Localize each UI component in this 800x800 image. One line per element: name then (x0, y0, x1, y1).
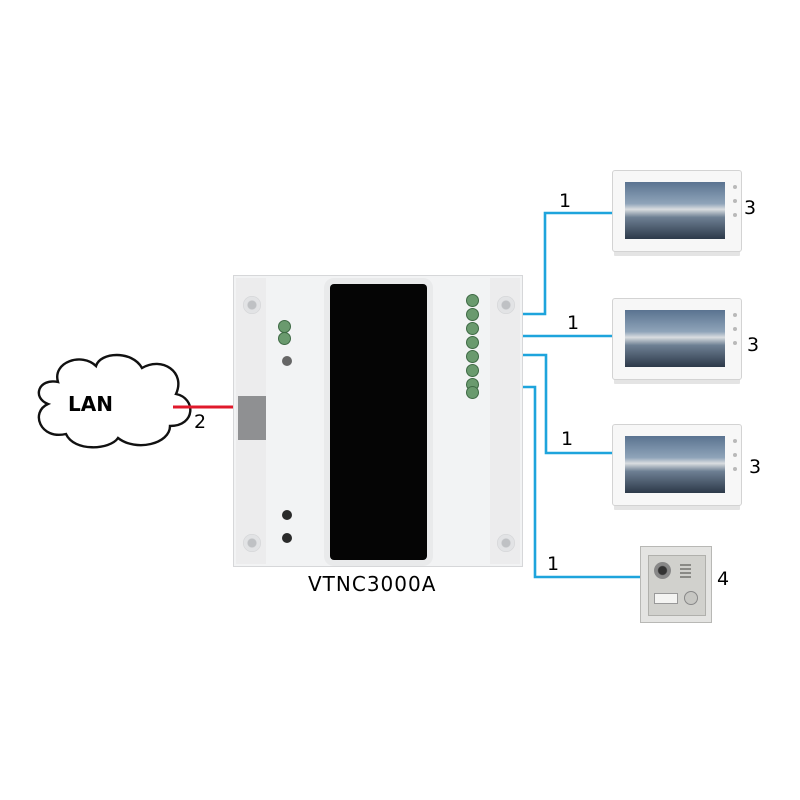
indicator-dot (282, 533, 292, 543)
endpoint-label-door-station: 4 (717, 568, 730, 590)
monitor-icon (612, 298, 742, 380)
cloud-label: LAN (68, 392, 113, 416)
screw-icon (243, 296, 261, 314)
wire-label-monitor-3: 1 (561, 428, 574, 450)
monitor-screen (625, 436, 725, 493)
call-button (684, 591, 698, 605)
name-plate (654, 593, 678, 604)
indicator-dot (282, 510, 292, 520)
monitor-icon (612, 424, 742, 506)
bus-terminal (466, 294, 479, 307)
monitor-screen (625, 310, 725, 367)
indicator-dot (282, 356, 292, 366)
device-label: VTNC3000A (308, 572, 437, 596)
wire-label-lan: 2 (194, 411, 207, 433)
controller-side-rail-right (490, 278, 520, 564)
controller-front-panel (330, 284, 427, 560)
wire-label-monitor-2: 1 (567, 312, 580, 334)
screw-icon (243, 534, 261, 552)
wire-label-monitor-1: 1 (559, 190, 572, 212)
screw-icon (497, 534, 515, 552)
monitor-icon (612, 170, 742, 252)
monitor-screen (625, 182, 725, 239)
endpoint-label-monitor-2: 3 (747, 334, 760, 356)
bus-terminal (466, 350, 479, 363)
bus-terminal (466, 386, 479, 399)
speaker-grille (680, 564, 691, 578)
bus-terminal (466, 322, 479, 335)
bus-terminal (466, 308, 479, 321)
door-station-icon (640, 546, 712, 623)
screw-icon (497, 296, 515, 314)
wire-label-door-station: 1 (547, 553, 560, 575)
endpoint-label-monitor-1: 3 (744, 197, 757, 219)
cloud-icon (37, 353, 192, 449)
camera-lens (654, 562, 671, 579)
power-terminal (278, 332, 291, 345)
endpoint-label-monitor-3: 3 (749, 456, 762, 478)
bus-terminal (466, 364, 479, 377)
lan-port (238, 396, 266, 440)
bus-terminal (466, 336, 479, 349)
